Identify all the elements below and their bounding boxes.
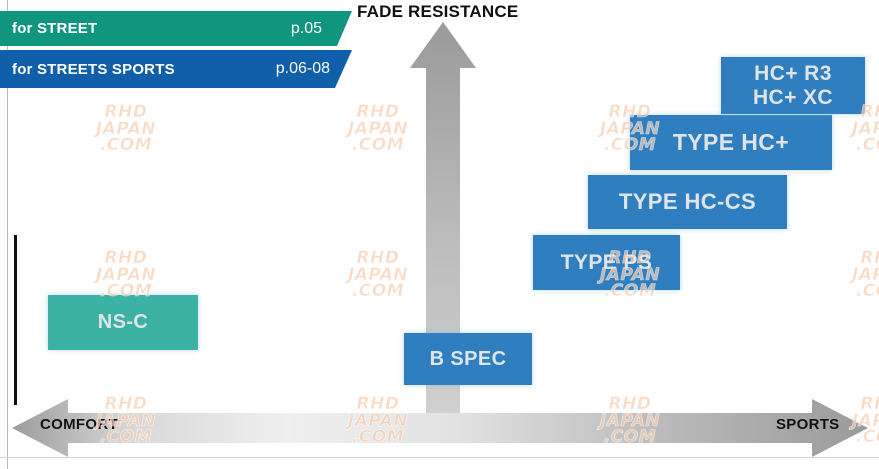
left-axis-segment [14, 235, 17, 405]
left-border-line [7, 0, 8, 469]
fade-resistance-arrow [408, 20, 478, 430]
category-banner-streets-sports-page: p.06-08 [275, 60, 330, 77]
product-box-type-hc-plus[interactable]: TYPE HC+ [630, 115, 832, 170]
product-label-hc-plus-xc: HC+ XC [752, 85, 833, 109]
category-banner-street-page: p.05 [290, 19, 322, 37]
category-banner-street-label: for STREET [12, 20, 98, 37]
product-box-type-ps[interactable]: TYPE PS [533, 235, 680, 290]
product-label-b-spec: B SPEC [429, 347, 507, 370]
product-label-ns-c: NS-C [97, 311, 149, 334]
category-banner-streets-sports-label: for STREETS SPORTS [12, 60, 175, 78]
comfort-sports-arrow [10, 396, 870, 460]
product-box-type-hc-cs[interactable]: TYPE HC-CS [588, 175, 787, 229]
product-label-type-ps: TYPE PS [560, 250, 653, 274]
product-label-type-hc-cs: TYPE HC-CS [618, 188, 757, 214]
fade-resistance-axis-label: FADE RESISTANCE [357, 2, 519, 21]
bottom-border-line [0, 457, 879, 458]
product-label-type-hc-plus: TYPE HC+ [672, 128, 790, 155]
product-box-hc-plus-r3-xc[interactable]: HC+ R3 HC+ XC [721, 57, 865, 114]
product-box-ns-c[interactable]: NS-C [48, 295, 198, 350]
category-banner-streets-sports[interactable]: for STREETS SPORTS p.06-08 [0, 50, 352, 88]
sports-axis-label: SPORTS [776, 416, 840, 433]
product-box-b-spec[interactable]: B SPEC [404, 333, 532, 385]
product-label-hc-plus-r3: HC+ R3 [754, 61, 832, 85]
comfort-axis-label: COMFORT [40, 416, 118, 433]
category-banner-street[interactable]: for STREET p.05 [0, 11, 352, 46]
